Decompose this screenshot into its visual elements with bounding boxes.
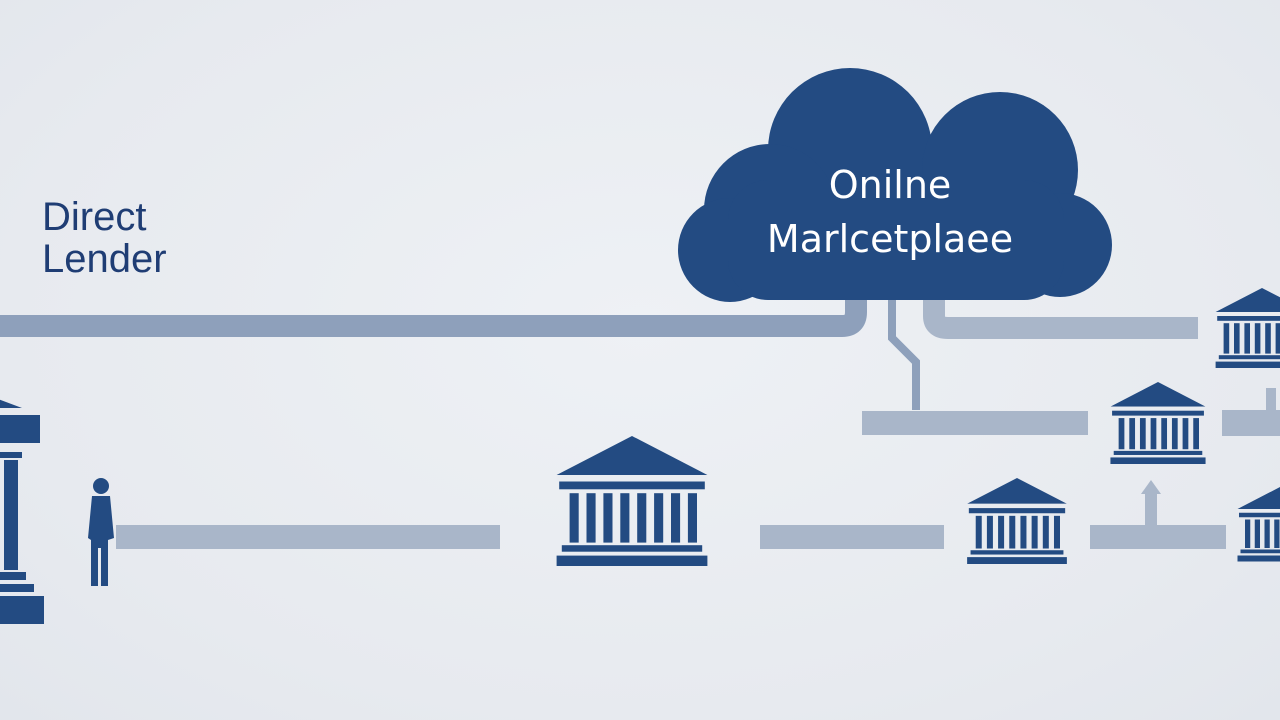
pipe-cloud-right [923,300,1198,339]
person-icon [88,478,114,586]
pipe-mid-right [1222,410,1280,436]
pipe-lower-right [1090,525,1226,549]
pipe-lower-riser [1145,492,1157,528]
cloud-label-line-1: Onilne [828,163,952,207]
pipe-mid [862,411,1088,435]
bank-icon-left-partial [0,399,44,624]
pipe-main-left [0,296,867,337]
arrow-up-icon [1141,480,1161,494]
bank-icon [556,436,708,566]
bank-icon [1110,382,1206,464]
pipe-lower-left [116,525,500,549]
bank-icon [1215,288,1280,368]
cloud-label: Onilne Marlcetplaee [690,158,1090,266]
direct-lender-label: Direct Lender [42,196,167,280]
bank-icon [1237,486,1280,562]
direct-lender-line-2: Lender [42,237,167,281]
direct-lender-line-1: Direct [42,195,147,239]
pipe-cloud-down [888,300,920,410]
pipe-mid-right-vertical [1266,388,1276,414]
pipe-lower-mid [760,525,944,549]
connector-pipes [0,296,1280,549]
cloud-icon [678,68,1112,302]
bank-icon [967,478,1067,564]
cloud-label-line-2: Marlcetplaee [766,217,1014,261]
